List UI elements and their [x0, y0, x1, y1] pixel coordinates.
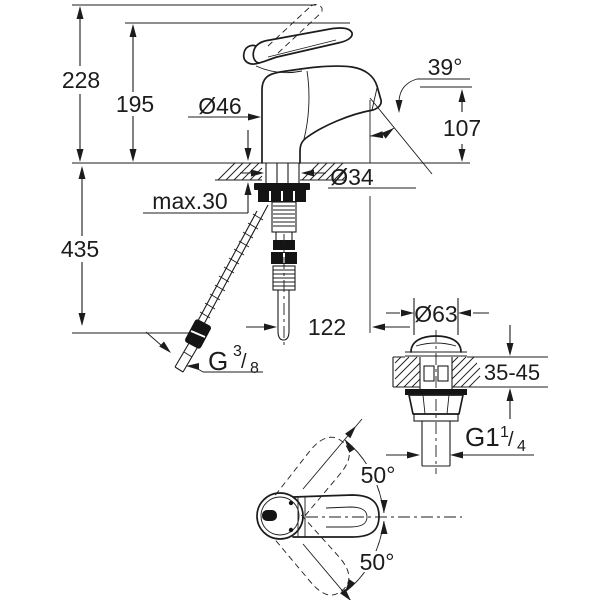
dim-label-max30: max.30 [152, 188, 227, 214]
dim-label-dia46: Ø46 [198, 93, 241, 119]
dimension-annotations-side [72, 4, 472, 373]
faucet-side-view [174, 3, 383, 373]
g114-slash: / [508, 429, 514, 451]
spout-joint-line [303, 70, 310, 140]
handle-underside-line [267, 39, 337, 58]
g114-prefix: G1 [465, 422, 500, 452]
dim-label-122: 122 [308, 314, 346, 340]
handle-lever [252, 27, 353, 64]
dim-label-107: 107 [443, 115, 481, 141]
dim-label-3545: 35-45 [484, 360, 540, 385]
drain-fitting-view [392, 330, 548, 474]
cartridge-dome-line [255, 65, 303, 74]
flex-hose [174, 204, 269, 373]
label-backgrounds [59, 70, 541, 572]
dimension-labels: 228 195 Ø46 39° 107 max.30 Ø34 435 122 G… [61, 54, 540, 575]
handle-top-view [256, 436, 380, 596]
g38-numerator: 3 [233, 343, 242, 360]
drain-deck-section [392, 356, 548, 388]
g38-denominator: 8 [250, 360, 259, 377]
g114-numerator: 1 [500, 424, 509, 441]
handle-cap-slot [262, 510, 277, 521]
handle-front-tip [242, 44, 260, 65]
dim-label-195: 195 [116, 91, 154, 117]
g114-denominator: 4 [517, 438, 526, 455]
dim-label-dia63: Ø63 [414, 301, 457, 327]
dim-label-50-lower: 50° [360, 549, 395, 575]
deck-section [215, 162, 346, 181]
dim-label-435: 435 [61, 236, 99, 262]
spout-tip-face [371, 87, 378, 111]
g38-prefix: G [208, 346, 228, 376]
dim-label-dia34: Ø34 [330, 164, 374, 190]
dim-label-39deg: 39° [428, 54, 463, 80]
g38-slash: / [241, 351, 247, 373]
dimension-annotations-drain [386, 298, 534, 459]
dim-label-228: 228 [62, 67, 100, 93]
faucet-body-outline [261, 65, 383, 164]
dim-label-50-upper: 50° [361, 462, 396, 488]
dim-label-g114: G1 1 / 4 [465, 422, 526, 455]
supply-tube-assembly [271, 201, 297, 346]
shank-and-nut [254, 163, 310, 202]
dim-label-g38: G 3 / 8 [208, 343, 259, 377]
